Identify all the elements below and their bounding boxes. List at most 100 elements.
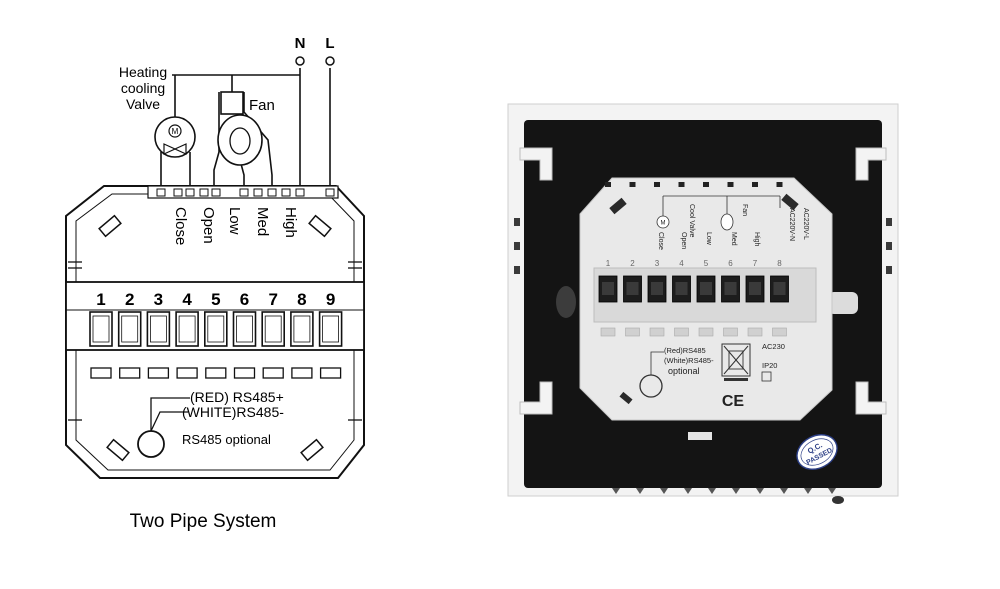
valve-icon [154,116,196,158]
vent-tooth [732,488,740,494]
wiring-diagram: N L M Heating cooling Valve Fan [65,35,365,532]
valve-label-line-1: Heating [119,64,167,80]
housing-corner-marks [609,193,799,405]
terminal-number: 6 [240,290,249,309]
terminal-number: 3 [154,290,163,309]
device-terminal-number: 5 [704,259,709,268]
corner-clip-bottom-left [106,438,130,462]
lower-pin [233,367,256,379]
lower-pin [90,367,112,379]
device-rs485-optional: optional [668,366,700,376]
terminal-screw-inner [264,315,282,343]
lower-pin [205,367,227,379]
device-top-pins [605,182,783,187]
weee-bin-icon [721,343,751,381]
device-top-pin [752,182,758,187]
top-pin [325,188,335,197]
device-top-pin [678,182,685,187]
device-rs485-red: (Red)RS485 [664,346,706,355]
bottom-vent-teeth [612,488,836,494]
terminal-screw [204,311,228,347]
terminal-function-label: Med [254,207,271,236]
device-label-cool-valve: Cool Valve [688,204,695,237]
top-pin [267,188,277,197]
vent-tooth [828,488,836,494]
device-lower-pin [625,327,640,337]
device-valve-symbol: M [661,221,666,227]
ce-mark: CE [722,393,745,410]
rs485-optional-label: RS485 optional [182,432,271,447]
frame-clips [519,147,887,415]
valve-label-line-2: cooling [121,80,165,96]
fan-icon [217,91,263,166]
diagram-caption: Two Pipe System [130,511,277,532]
terminal-screw-inner [293,315,311,343]
device-terminal-screw-inner [724,282,737,295]
terminal-screw-inner [92,315,110,343]
device-lower-pin [772,327,787,337]
terminal-function-label: Low [226,207,243,235]
terminal-number: 7 [268,290,277,309]
device-terminal-number: 3 [655,259,660,268]
terminal-screw [89,311,113,347]
device-fan-icon [720,213,734,231]
frame-slots [514,218,892,274]
device-terminal-screw-inner [626,282,639,295]
device-lower-pins [600,327,787,337]
device-lower-pin [723,327,738,337]
lower-pin [119,367,141,379]
terminal-number: 4 [182,290,192,309]
terminal-screw [175,311,199,347]
device-valve-icon [656,215,670,229]
device-mini-wiring [662,195,781,216]
fan-label: Fan [249,97,275,114]
top-pin [239,188,249,197]
device-rs485-leader [650,351,664,375]
device-ip-rating: IP20 [762,361,777,370]
terminal-number: 1 [96,290,105,309]
lower-pin [262,367,284,379]
device-terminal-screw-inner [651,282,663,295]
top-pin [253,188,263,197]
top-pin [156,188,166,197]
top-connector-pins [156,188,335,197]
device-terminal-number: 7 [753,259,758,268]
valve-motor-symbol: M [172,127,179,136]
device-rs485-port-icon [639,374,663,398]
top-pin [295,188,305,197]
vent-tooth [684,488,692,494]
corner-clip-bottom-right [300,438,324,462]
qc-passed-stamp: Q.C. PASSED [796,434,838,470]
lower-pin [176,367,198,379]
device-label-ac220-l: AC220V-L [802,208,809,240]
vent-tooth [636,488,644,494]
terminal-screw [146,311,171,347]
neutral-terminal-icon [295,56,305,66]
device-top-pin [629,182,636,187]
device-label-open: Open [680,232,687,249]
device-top-pin [654,182,660,187]
device-lower-pin [674,327,689,337]
device-top-pin [727,182,734,187]
device-lower-pin [649,327,665,337]
device-terminal-screw-inner [602,282,614,295]
mount-tab-right [828,292,858,314]
rs485-white-leader [150,411,188,432]
line-terminal-icon [325,56,335,66]
corner-clip-top-left [98,214,122,238]
device-top-pin [703,182,709,187]
vent-tooth [804,488,812,494]
terminal-number: 9 [326,290,335,309]
device-rs485-white: (White)RS485- [664,356,714,365]
rs485-port-icon [137,430,165,458]
terminal-screw-inner [207,315,225,343]
top-pin [185,188,195,197]
rs485-red-label: (RED) RS485+ [190,389,284,405]
top-pin [199,188,209,197]
device-terminal-screws [598,275,789,303]
lower-pin-row [90,367,342,379]
terminal-screws [89,311,343,347]
